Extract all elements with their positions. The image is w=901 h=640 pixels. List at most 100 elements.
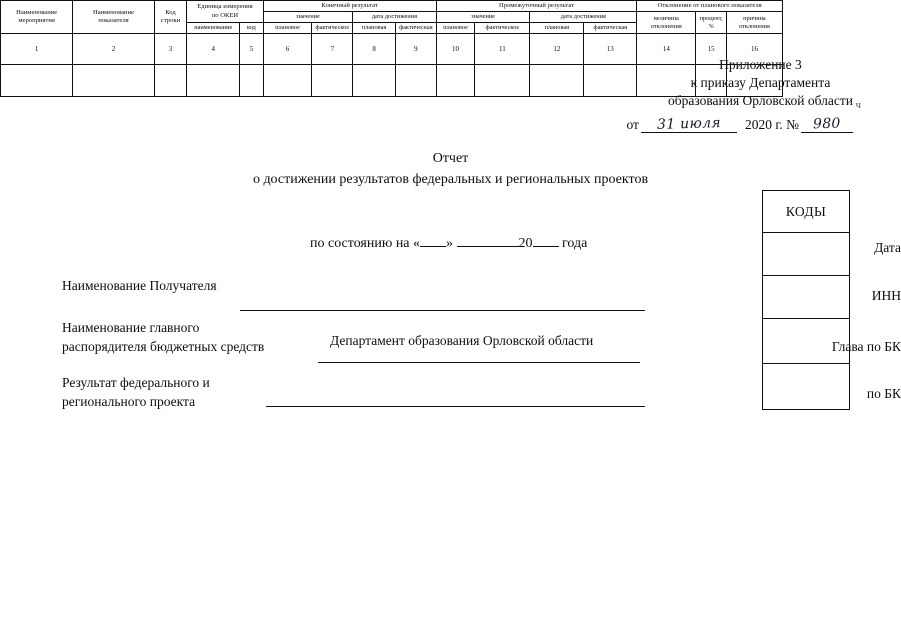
col-number: 9	[394, 32, 437, 65]
th-konechnyi-znachenie: значение	[262, 11, 354, 24]
result-underline	[266, 406, 645, 407]
as-of-year-blank	[532, 246, 559, 247]
order-reference-line: от 31 июля 2020 г. № 980	[626, 115, 853, 133]
manager-label-line-2: распорядителя бюджетных средств	[62, 338, 265, 354]
th-kod-okei: код	[239, 22, 264, 34]
th-p-znachenie-fakticheskoe: фактическое	[474, 22, 531, 34]
th-p-data-planovaya: плановая	[529, 22, 585, 34]
as-of-day-blank	[420, 246, 447, 247]
approval-line-1: Приложение 3	[719, 57, 802, 72]
th-k-znachenie-planovoe: плановое	[262, 22, 313, 34]
th-procent-l2: %	[708, 22, 714, 30]
cell[interactable]	[394, 63, 437, 97]
result-label: Результат федерального и регионального п…	[62, 374, 210, 411]
cell[interactable]	[72, 63, 155, 97]
cell[interactable]	[262, 63, 313, 97]
codes-label-glava-po-bk: Глава по БК	[831, 339, 901, 354]
cell[interactable]	[435, 63, 476, 97]
col-number: 5	[239, 32, 264, 65]
result-label-line-2: регионального проекта	[62, 393, 196, 409]
codes-label-inn: ИНН	[871, 288, 901, 303]
th-konechnyi-data-dostizheniya: дата достижения	[352, 11, 437, 24]
order-date-handwritten: 31 июля	[656, 115, 722, 133]
th-meropriyatie: Наименование мероприятия	[0, 0, 74, 34]
cell[interactable]	[311, 63, 354, 97]
cell[interactable]	[725, 63, 784, 97]
th-prichina-l1: причина	[743, 14, 766, 22]
recipient-underline	[240, 310, 645, 311]
manager-underline	[318, 362, 640, 363]
order-date-blank: 31 июля	[640, 115, 737, 133]
cell[interactable]	[583, 63, 638, 97]
th-p-znachenie-planovoe: плановое	[435, 22, 476, 34]
col-number: 10	[435, 32, 476, 65]
col-number: 11	[474, 32, 531, 65]
th-edinica-l1: Единица измерения	[197, 3, 253, 11]
approval-line-2: к приказу Департамента	[690, 74, 831, 90]
cell[interactable]	[636, 63, 697, 97]
order-year: 2020 г. №	[744, 117, 799, 132]
th-promezhutochnyi-rezultat: Промежуточный результат	[435, 0, 638, 13]
th-promezhutochnyi-znachenie: значение	[435, 11, 531, 24]
th-pokazatel-l1: Наименование	[92, 8, 135, 16]
col-number: 12	[529, 32, 585, 65]
recipient-label: Наименование Получателя	[62, 278, 217, 293]
th-kod-stroki-l2: строки	[160, 16, 181, 24]
cell[interactable]	[695, 63, 727, 97]
col-number: 13	[583, 32, 638, 65]
as-of-year-prefix: 20	[518, 236, 533, 251]
th-prichina-otkloneniya: причина отклонения	[725, 11, 784, 34]
th-k-znachenie-fakticheskoe: фактическое	[311, 22, 354, 34]
th-velichina-l1: величина	[653, 14, 679, 22]
th-meropriyatie-l1: Наименование	[16, 8, 58, 16]
result-label-line-1: Результат федерального и	[62, 375, 210, 390]
cell[interactable]	[239, 63, 264, 97]
th-otklonenie: Отклонение от планового показателя	[636, 0, 783, 13]
codes-label-date: Дата	[874, 240, 901, 255]
th-promezhutochnyi-data-dostizheniya: дата достижения	[529, 11, 638, 24]
table-header-row-1: Наименование мероприятия Наименование по…	[0, 0, 783, 34]
col-number: 4	[186, 32, 241, 65]
th-pokazatel: Наименование показателя	[72, 0, 155, 34]
col-number: 8	[352, 32, 396, 65]
cell[interactable]	[0, 63, 74, 97]
th-p-data-fakticheskaya: фактическая	[583, 22, 638, 34]
codes-value-date[interactable]	[763, 233, 849, 276]
cell[interactable]	[474, 63, 531, 97]
th-k-data-planovaya: плановая	[352, 22, 396, 34]
th-procent-l1: процент,	[699, 14, 723, 22]
table-row[interactable]	[0, 63, 784, 97]
th-velichina-l2: отклонения	[650, 22, 682, 30]
manager-label: Наименование главного распорядителя бюдж…	[62, 319, 264, 356]
stray-pen-mark: ч	[855, 99, 861, 111]
th-kod-stroki-l1: Код	[165, 8, 176, 16]
page-subtitle: о достижении результатов федеральных и р…	[252, 172, 649, 187]
col-number: 6	[262, 32, 313, 65]
codes-value-glava-po-bk[interactable]	[763, 319, 849, 364]
th-meropriyatie-l2: мероприятия	[18, 16, 55, 24]
manager-value: Департамент образования Орловской област…	[330, 333, 594, 348]
th-naimenovanie-okei: наименование	[186, 22, 241, 34]
manager-label-line-1: Наименование главного	[62, 320, 200, 335]
as-of-quote-close: »	[446, 236, 454, 251]
table-header-row-2: значение дата достижения значение дата д…	[1, 11, 784, 34]
codes-value-inn[interactable]	[763, 276, 849, 319]
th-pokazatel-l2: показателя	[98, 16, 129, 24]
codes-header: КОДЫ	[763, 191, 849, 233]
results-table: Наименование мероприятия Наименование по…	[0, 0, 784, 97]
page-title: Отчет	[432, 151, 469, 166]
cell[interactable]	[352, 63, 396, 97]
th-k-data-fakticheskaya: фактическая	[394, 22, 437, 34]
th-prichina-l2: отклонения	[738, 22, 770, 30]
as-of-month-blank	[456, 246, 519, 247]
col-number: 1	[0, 32, 74, 65]
cell[interactable]	[529, 63, 585, 97]
cell[interactable]	[186, 63, 241, 97]
th-edinica-l2: по ОКЕИ	[211, 11, 239, 19]
table-column-number-row: 1 2 3 4 5 6 7 8 9 10 11 12 13 14 15 16	[0, 32, 784, 65]
approval-block: Приложение 3 к приказу Департамента обра…	[668, 56, 853, 109]
approval-line-3: образования Орловской области	[667, 92, 853, 108]
cell[interactable]	[153, 63, 188, 97]
as-of-suffix: года	[562, 236, 588, 251]
